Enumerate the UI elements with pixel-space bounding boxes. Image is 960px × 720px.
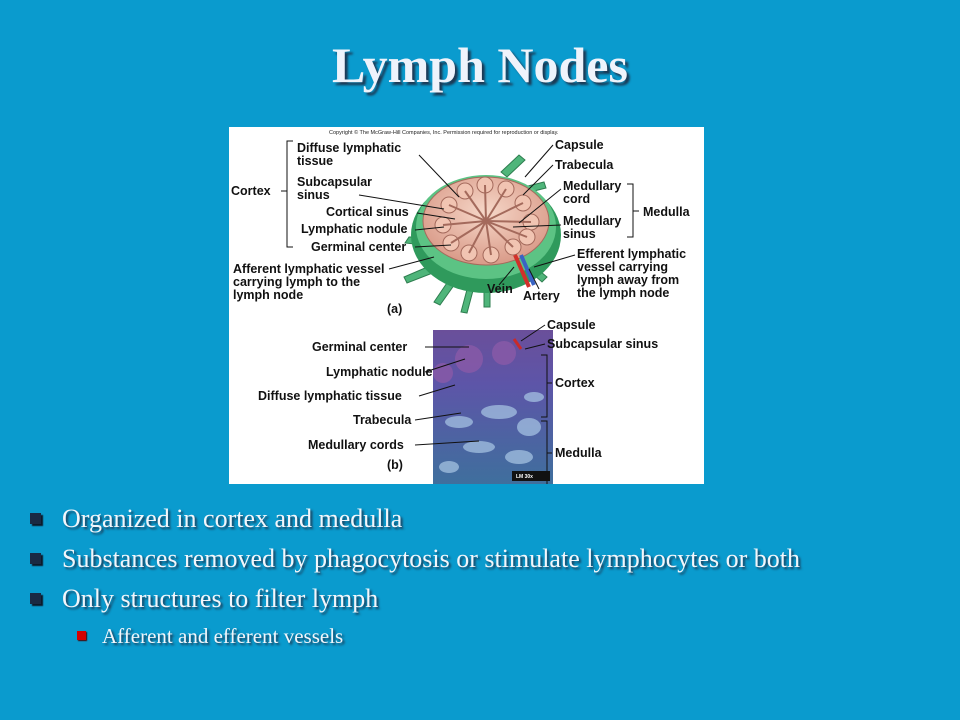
label-capsule-b: Capsule xyxy=(547,318,596,332)
label-lymphatic-nodule: Lymphatic nodule xyxy=(301,222,408,236)
cortex-bracket-a xyxy=(286,140,293,248)
bullet-item: Only structures to filter lymph xyxy=(28,582,938,616)
label-artery: Artery xyxy=(523,289,560,303)
label-germinal-center-b: Germinal center xyxy=(312,340,407,354)
label-cortex-b: Cortex xyxy=(555,376,595,390)
label-afferent-2: carrying lymph to the xyxy=(233,275,360,289)
label-subcapsular: Subcapsular xyxy=(297,175,372,189)
medulla-bracket-a xyxy=(627,183,634,238)
bullet-text: Substances removed by phagocytosis or st… xyxy=(62,544,800,573)
label-diffuse-b: Diffuse lymphatic tissue xyxy=(258,389,402,403)
sub-bullet-item: Afferent and efferent vessels xyxy=(74,622,938,650)
label-medullary-sinus-2: sinus xyxy=(563,227,596,241)
label-medullary-sinus-1: Medullary xyxy=(563,214,621,228)
label-diffuse-lymphatic: Diffuse lymphatic xyxy=(297,141,401,155)
label-cortex-a: Cortex xyxy=(231,184,271,198)
bullet-item: Organized in cortex and medulla xyxy=(28,502,938,536)
label-efferent-4: the lymph node xyxy=(577,286,669,300)
micrograph: LM 30x xyxy=(433,330,553,484)
lymph-node-figure: Copyright © The McGraw-Hill Companies, I… xyxy=(229,127,704,484)
bullet-square-icon xyxy=(30,513,41,524)
label-germinal-center: Germinal center xyxy=(311,240,406,254)
label-vein: Vein xyxy=(487,282,513,296)
label-efferent-3: lymph away from xyxy=(577,273,679,287)
magnification-label: LM 30x xyxy=(516,474,533,480)
panel-a-label: (a) xyxy=(387,302,402,316)
label-subcapsular-sinus: sinus xyxy=(297,188,330,202)
label-diffuse-tissue: tissue xyxy=(297,154,333,168)
bullet-item: Substances removed by phagocytosis or st… xyxy=(28,542,938,576)
sub-bullet-square-icon xyxy=(77,631,86,640)
label-medulla-a: Medulla xyxy=(643,205,691,219)
bullet-list: Organized in cortex and medulla Substanc… xyxy=(28,502,938,650)
bullet-square-icon xyxy=(30,553,41,564)
slide-title: Lymph Nodes xyxy=(332,37,628,93)
bullet-text: Organized in cortex and medulla xyxy=(62,504,403,533)
sub-bullet-text: Afferent and efferent vessels xyxy=(102,624,344,648)
label-lymphatic-nodule-b: Lymphatic nodule xyxy=(326,365,433,379)
label-cortical-sinus: Cortical sinus xyxy=(326,205,409,219)
lymph-node-diagram: Copyright © The McGraw-Hill Companies, I… xyxy=(231,129,691,484)
label-medulla-b: Medulla xyxy=(555,446,603,460)
label-medullary-cord-1: Medullary xyxy=(563,179,621,193)
label-efferent-1: Efferent lymphatic xyxy=(577,247,686,261)
label-efferent-2: vessel carrying xyxy=(577,260,668,274)
label-afferent-1: Afferent lymphatic vessel xyxy=(233,262,384,276)
copyright-text: Copyright © The McGraw-Hill Companies, I… xyxy=(329,129,559,136)
bullet-text: Only structures to filter lymph xyxy=(62,584,379,613)
bullet-square-icon xyxy=(30,593,41,604)
label-capsule-a: Capsule xyxy=(555,138,604,152)
panel-b-label: (b) xyxy=(387,458,403,472)
lymph-node-illustration xyxy=(403,154,561,314)
label-subcapsular-sinus-b: Subcapsular sinus xyxy=(547,337,658,351)
label-trabecula-a: Trabecula xyxy=(555,158,614,172)
label-medullary-cords-b: Medullary cords xyxy=(308,438,404,452)
label-trabecula-b: Trabecula xyxy=(353,413,412,427)
label-medullary-cord-2: cord xyxy=(563,192,590,206)
label-afferent-3: lymph node xyxy=(233,288,303,302)
